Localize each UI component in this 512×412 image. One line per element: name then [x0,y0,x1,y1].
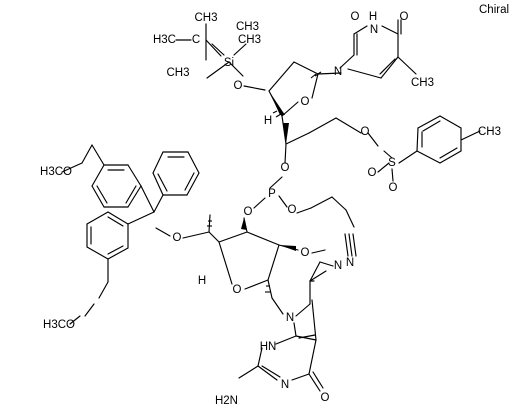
purine-h2n-label: H2N [215,395,238,407]
tbs-o-label: O [234,80,243,92]
wedge-bond [241,218,247,230]
methoxy-o-label: O [301,247,310,259]
purine-n3-label: N [281,379,289,391]
tbs-si-label: Si [224,57,234,69]
thymine-ch3-label: CH3 [411,77,434,89]
tbs-tbu-ch3-bottom-label: CH3 [166,67,189,79]
wedge-bond [269,91,285,115]
thymine-n1-label: N [334,66,342,78]
chiral-flag: Chiral [479,4,509,16]
wedge-bond [279,245,296,251]
thymine-n3-label: N [370,24,378,36]
tbs-methyl-a-label: CH3 [238,34,261,46]
phosphite-p-label: P [268,188,276,200]
anisyl-top-ome-label: H3CO [40,166,72,178]
h-top-label: H [264,115,272,127]
thymine-o4-label: O [400,11,409,23]
ribose-o-label: O [233,284,242,296]
tosyl-o-a-label: O [368,167,377,179]
tosyl-ch3-label: CH3 [478,126,501,138]
phosphite-o2-label: O [244,206,253,218]
tbs-tbu-c-label: C [192,34,200,46]
phosphite-o3-label: O [288,204,297,216]
thf-ring-o-label: O [301,96,310,108]
tbs-methyl-b-label: CH3 [236,21,259,33]
bond-network [61,19,481,392]
tbs-tbu-ch3-top-label: CH3 [194,12,217,24]
atom-labels: Chiral O H N O N CH3 Si O CH3 CH3 H3C C … [40,4,509,407]
hash-bond [207,71,322,293]
tosyl-o-link-label: O [361,126,370,138]
phosphite-o1-label: O [281,162,290,174]
purine-n9-label: N [286,312,294,324]
purine-n7-label: N [334,260,342,272]
nitrile-n-label: N [346,257,354,269]
stereo-bonds [207,71,322,293]
anisyl-bottom-ome-label: H3CO [43,319,75,331]
purine-o6-label: O [321,392,330,404]
wedge-bond [283,123,289,144]
thymine-o2-label: O [351,11,360,23]
tbs-tbu-h3c-label: H3C [153,34,176,46]
thymine-nh-h-label: H [369,11,377,23]
dmt-o-label: O [173,232,182,244]
tosyl-s-label: S [388,157,396,169]
purine-hn-label: HN [260,341,277,353]
h-bottom-label: H [198,275,206,287]
tosyl-o-b-label: O [389,182,398,194]
